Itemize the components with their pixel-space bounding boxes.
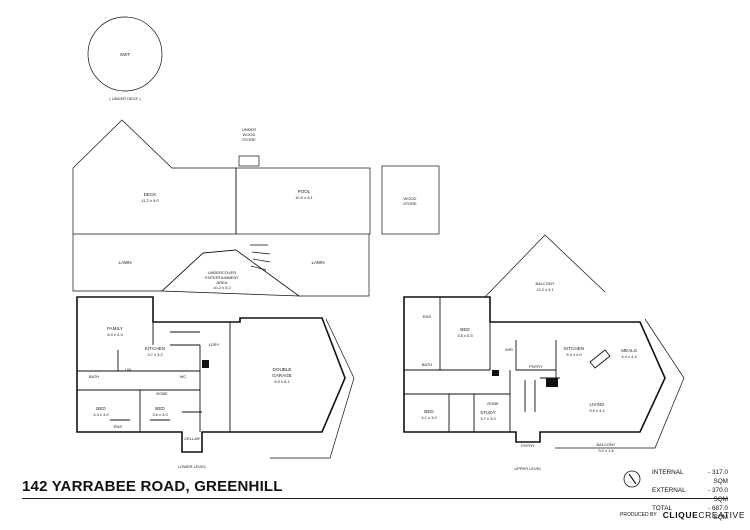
under-wood-store-label-3: STORE bbox=[242, 137, 256, 142]
upper-kitchen-label: KITCHEN bbox=[564, 346, 584, 351]
cellar-label: CELLAR bbox=[184, 436, 200, 441]
study-label: STUDY bbox=[480, 410, 496, 415]
lower-kitchen-size: 3.7 x 3.2 bbox=[147, 352, 163, 357]
undercover-area bbox=[161, 249, 301, 297]
wir-label: WIR bbox=[505, 347, 513, 352]
produced-by-label: PRODUCED BY bbox=[620, 512, 657, 518]
pool-label: POOL bbox=[298, 189, 311, 194]
brand-logo: CLIQUECREATIVE bbox=[663, 510, 745, 520]
bed-left-label: BED bbox=[424, 409, 434, 414]
balcony-top-size: 13.2 x 4.1 bbox=[536, 287, 554, 292]
ldry-label: LDRY bbox=[209, 342, 220, 347]
wood-store-outline bbox=[381, 165, 440, 235]
bed2-label: BED bbox=[155, 406, 165, 411]
pool-size: 10.0 x 5.1 bbox=[295, 195, 313, 200]
hall-block-upper bbox=[492, 370, 499, 376]
family-label: FAMILY bbox=[107, 326, 123, 331]
lawn-right-label: LAWN bbox=[311, 260, 324, 265]
family-size: 6.0 x 4.9 bbox=[107, 332, 123, 337]
bed1-size: 4.3 x 3.0 bbox=[93, 412, 109, 417]
heater-block-upper bbox=[546, 378, 558, 387]
balcony-top-outline bbox=[484, 234, 606, 298]
garage-angle-ext bbox=[270, 318, 355, 459]
garage-label-2: GARAGE bbox=[272, 373, 292, 378]
bed-main-label: BED bbox=[460, 327, 470, 332]
swt-label: SWT bbox=[120, 52, 130, 57]
entry-label: ENTRY bbox=[521, 443, 535, 448]
lower-level-outline bbox=[76, 296, 346, 453]
area-label: TOTAL bbox=[652, 505, 673, 512]
steps bbox=[250, 244, 271, 271]
balcony-top-label: BALCONY bbox=[535, 281, 554, 286]
upper-robe-label: ROBE bbox=[487, 401, 499, 406]
pool-outline bbox=[235, 167, 371, 235]
undercover-label-1: UNDERCOVER bbox=[208, 270, 237, 275]
living-label: LIVING bbox=[589, 402, 604, 407]
living-size: 9.5 x 4.1 bbox=[589, 408, 605, 413]
property-address: 142 YARRABEE ROAD, GREENHILL bbox=[22, 478, 283, 495]
upper-bath-label: BATH bbox=[422, 362, 432, 367]
area-row-total: TOTAL - 687.0 SQM bbox=[652, 504, 728, 522]
deck-label: DECK bbox=[144, 192, 158, 197]
heater-block-lower bbox=[202, 360, 209, 368]
brand-logo-light: CREATIVE bbox=[698, 510, 746, 520]
under-wood-store-box bbox=[238, 155, 260, 167]
north-compass-icon bbox=[623, 470, 641, 488]
area-summary: INTERNAL - 317.0 SQM EXTERNAL - 370.0 SQ… bbox=[652, 468, 728, 522]
bed-main-size: 3.8 x 5.5 bbox=[457, 333, 473, 338]
lower-linen-label: LIN bbox=[125, 367, 131, 372]
ens-label: ENS bbox=[114, 424, 123, 429]
upper-kitchen-size: 5.4 x 4.0 bbox=[566, 352, 582, 357]
title-rule bbox=[22, 498, 728, 499]
undercover-label-3: AREA bbox=[217, 280, 228, 285]
upper-internal-walls bbox=[404, 297, 611, 432]
brand-logo-strong: CLIQUE bbox=[662, 510, 699, 520]
producer-credit: PRODUCED BY CLIQUECREATIVE bbox=[620, 510, 745, 520]
area-row-internal: INTERNAL - 317.0 SQM bbox=[652, 468, 728, 486]
undercover-label-2: ENTERTAINMENT bbox=[205, 275, 239, 280]
under-deck-label: ( UNDER DECK ) bbox=[109, 96, 141, 101]
pantry-label: PNTRY bbox=[529, 364, 543, 369]
under-wood-store-label-1: UNDER bbox=[242, 127, 256, 132]
lower-level-label: LOWER LEVEL bbox=[178, 464, 207, 469]
undercover-size: 10.2 x 5.2 bbox=[213, 285, 231, 290]
lower-bath-label: BATH bbox=[89, 374, 99, 379]
area-row-external: EXTERNAL - 370.0 SQM bbox=[652, 486, 728, 504]
wood-store-label-2: STORE bbox=[403, 201, 417, 206]
lower-internal-walls bbox=[77, 322, 231, 432]
balcony-bottom-label: BALCONY bbox=[596, 442, 615, 447]
bed2-size: 3.6 x 3.0 bbox=[152, 412, 168, 417]
bed-left-size: 4.1 x 3.0 bbox=[421, 415, 437, 420]
upper-angle-ext bbox=[555, 318, 685, 449]
meals-label: MEALS bbox=[621, 348, 637, 353]
garage-label-1: DOUBLE bbox=[273, 367, 292, 372]
upper-level-label: UPPER LEVEL bbox=[514, 466, 542, 471]
bed1-label: BED bbox=[96, 406, 106, 411]
balcony-bottom-size: 9.0 x 1.6 bbox=[598, 448, 614, 453]
area-label: INTERNAL bbox=[652, 469, 684, 476]
study-size: 3.7 x 3.0 bbox=[480, 416, 496, 421]
area-value: - 317.0 SQM bbox=[708, 469, 728, 485]
lower-robe-label: ROBE bbox=[156, 391, 168, 396]
garage-size: 6.9 x 8.1 bbox=[274, 379, 290, 384]
deck-outline bbox=[72, 119, 237, 235]
area-label: EXTERNAL bbox=[652, 487, 686, 494]
under-wood-store-label-2: WOOD bbox=[243, 132, 256, 137]
area-value: - 370.0 SQM bbox=[708, 487, 728, 503]
upper-ens-label: ENS bbox=[423, 314, 432, 319]
lower-kitchen-label: KITCHEN bbox=[145, 346, 165, 351]
swt-tank bbox=[87, 16, 163, 92]
upper-level-outline bbox=[403, 296, 666, 443]
meals-size: 4.4 x 4.4 bbox=[621, 354, 637, 359]
lawn-left-label: LAWN bbox=[118, 260, 131, 265]
area-value: - 687.0 SQM bbox=[708, 505, 728, 521]
wood-store-label-1: WOOD bbox=[404, 196, 417, 201]
lower-wc-label: WC bbox=[180, 374, 187, 379]
deck-size: 11.2 x 9.0 bbox=[141, 198, 159, 203]
